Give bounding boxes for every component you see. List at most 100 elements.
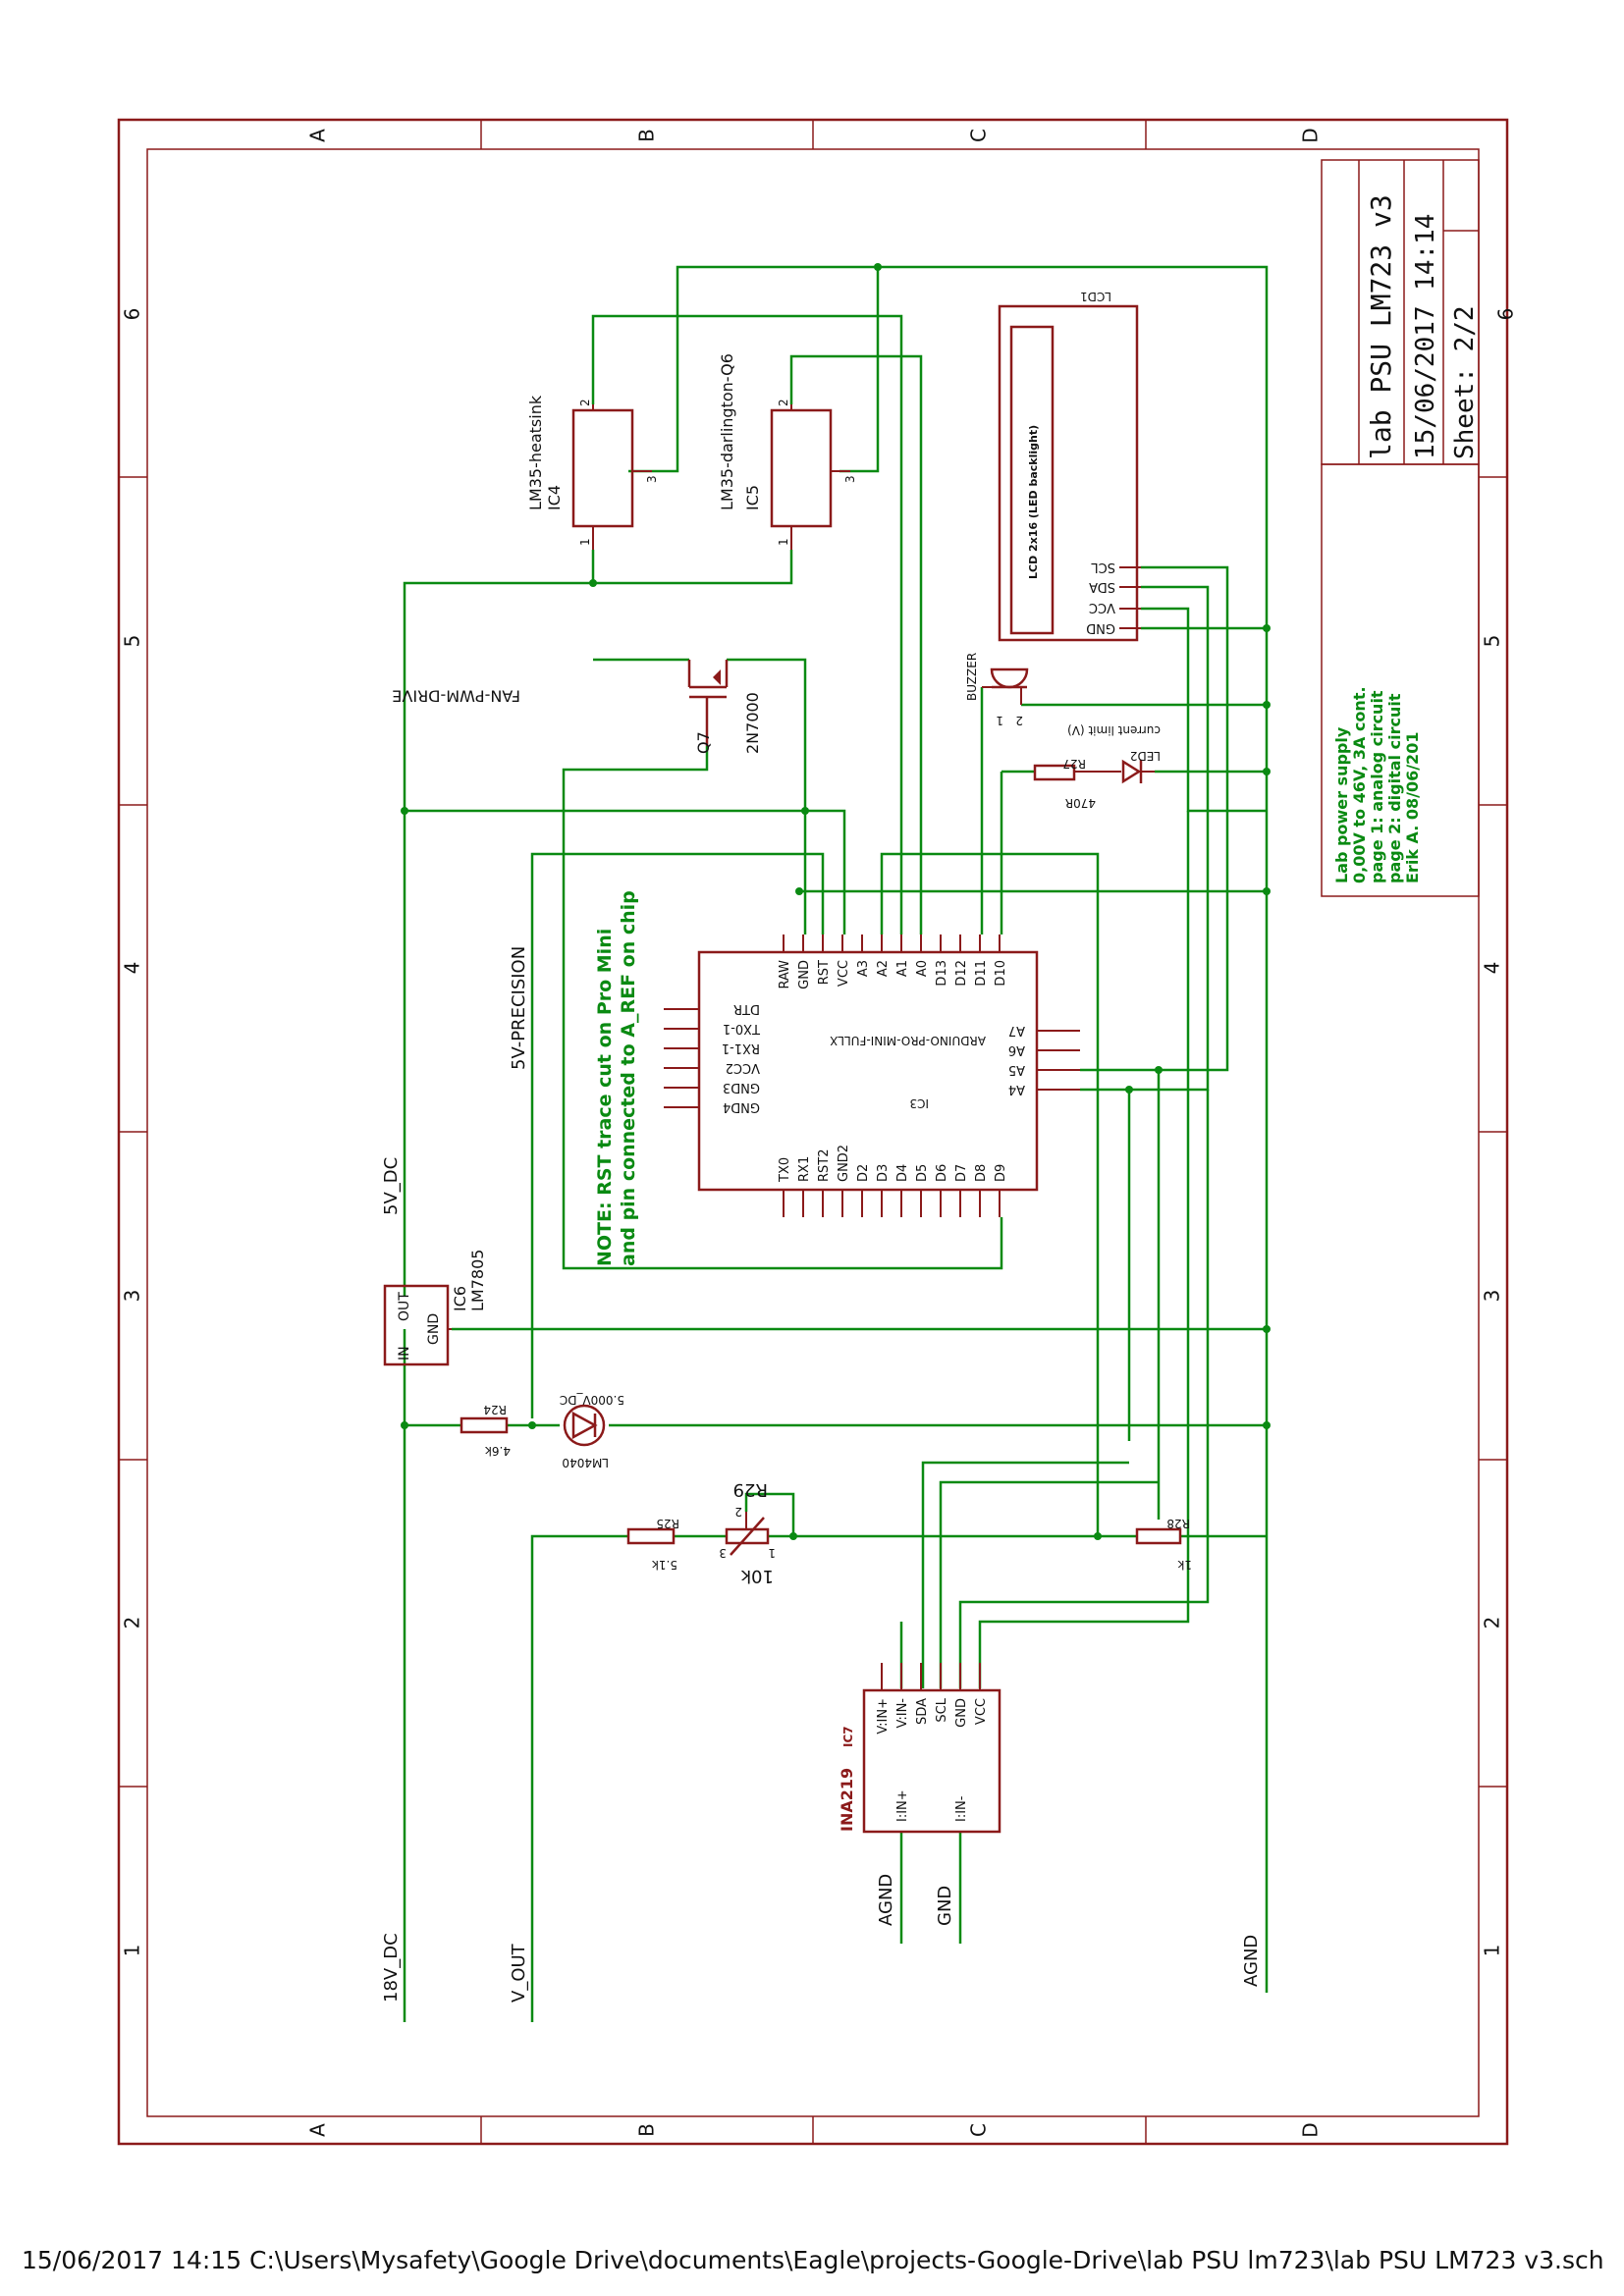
- notes-block: Lab power supply 0,00V to 46V, 3A cont. …: [1321, 463, 1480, 897]
- net-labels: 18V_DC 5V_DC V_OUT 5V-PRECISION AGND AGN…: [381, 946, 1262, 2002]
- buzzer-pin: 2: [1015, 714, 1023, 727]
- ic6-lm7805: IN OUT GND IC6 LM7805: [383, 1250, 487, 1366]
- buzzer-pin: 1: [996, 714, 1003, 727]
- r25-resistor: R25 5.1k: [626, 1517, 679, 1572]
- ic3-pin: D5: [915, 1164, 930, 1182]
- col-label: A: [306, 2123, 330, 2137]
- ic7-pin: SDA: [915, 1698, 930, 1725]
- notes-line: Lab power supply: [1332, 726, 1351, 883]
- q7-name: Q7: [694, 731, 713, 754]
- row-label: 2: [121, 1617, 144, 1629]
- row-label: 4: [121, 962, 144, 975]
- row-label: 2: [1481, 1617, 1504, 1629]
- ic5-name: IC5: [743, 485, 762, 510]
- ic3-left-pins: [664, 1008, 699, 1108]
- ic7-name: IC7: [841, 1726, 855, 1747]
- ic5-lm35-darlington: LM35-darlington-Q6 IC5 1 2 3: [718, 353, 857, 550]
- ic3-pin: A1: [895, 960, 910, 977]
- ic7-pin: SCL: [935, 1697, 949, 1722]
- ic4-pin: 3: [645, 475, 659, 483]
- net-5v-precision: 5V-PRECISION: [509, 946, 529, 1070]
- ic3-pin: GND4: [723, 1099, 760, 1114]
- ic3-pin: D11: [974, 960, 989, 987]
- ic6-pin: OUT: [397, 1292, 412, 1321]
- notes-line: 0,00V to 46V, 3A cont.: [1350, 686, 1369, 883]
- r29-potentiometer: R29 10k 1 2 3: [719, 1479, 776, 1586]
- ic3-pin: VCC2: [726, 1060, 760, 1075]
- ic3-pin: DTR: [733, 1001, 760, 1016]
- ic3-pin: D2: [856, 1164, 871, 1182]
- r29-value: 10k: [740, 1566, 774, 1586]
- ic3-pin: D6: [935, 1164, 949, 1182]
- r29-name: R29: [733, 1479, 768, 1500]
- ic3-pin: A4: [1008, 1082, 1025, 1096]
- r27-led2: R27 470R LED2 current limit (V): [1033, 723, 1161, 810]
- buzzer-name: BUZZER: [965, 653, 979, 701]
- r29-pin: 3: [719, 1546, 727, 1560]
- ic4-pin: 2: [578, 399, 592, 406]
- net-agnd: AGND: [1241, 1935, 1262, 1987]
- ic3-pin: A2: [876, 960, 891, 977]
- lcd1-body: LCD 2x16 (LED backlight): [1027, 425, 1040, 579]
- ic4-pin: 1: [578, 538, 592, 546]
- col-label: C: [967, 129, 991, 142]
- ic3-pin: D9: [994, 1164, 1008, 1182]
- net-18v-dc: 18V_DC: [381, 1933, 402, 2002]
- notes-line: page 1: analog circuit: [1368, 690, 1386, 883]
- drawing-frame: [117, 118, 1509, 2146]
- ic3-pin: D10: [994, 960, 1008, 987]
- col-label: C: [967, 2123, 991, 2137]
- ic3-pin: RST: [817, 960, 832, 985]
- ic5-pin: 2: [777, 399, 790, 406]
- ic5-value: LM35-darlington-Q6: [718, 353, 736, 510]
- row-label: 6: [121, 308, 144, 321]
- r25-value: 5.1k: [652, 1558, 677, 1572]
- ic5-pin: 3: [843, 475, 857, 483]
- r29-pin: 1: [768, 1546, 776, 1560]
- ic7-ina219: V:IN+ V:IN- SDA SCL GND VCC I:IN+ I:IN- …: [838, 1663, 1001, 1834]
- ic7-pin: VCC: [974, 1698, 989, 1725]
- ic3-pin: D12: [954, 960, 969, 987]
- ic3-pin: A6: [1008, 1042, 1025, 1057]
- row-label: 1: [121, 1945, 144, 1957]
- frame-row-labels-right: 5 4 3 2 1: [1481, 635, 1504, 1957]
- ic3-pin: A0: [915, 960, 930, 977]
- net-gnd-ina: GND: [935, 1886, 955, 1926]
- ic6-value: LM7805: [468, 1250, 487, 1311]
- lcd1-display: LCD1 LCD 2x16 (LED backlight) SCL SDA VC…: [998, 290, 1141, 642]
- r28-resistor: R28 1k: [1135, 1517, 1192, 1572]
- ic3-right-pins: [1037, 1030, 1080, 1091]
- ic3-pin: GND: [797, 960, 812, 989]
- ic7-pin: V:IN+: [876, 1698, 891, 1735]
- ic3-pin: D8: [974, 1164, 989, 1182]
- ic6-pin: GND: [426, 1313, 442, 1345]
- col-label: D: [1299, 2122, 1323, 2137]
- q7-mosfet: Q7 2N7000 FAN-PWM-DRIVE: [392, 660, 762, 754]
- ic3-pin: A5: [1008, 1062, 1025, 1077]
- r28-value: 1k: [1177, 1558, 1192, 1572]
- net-v-out: V_OUT: [509, 1943, 529, 2002]
- title-block-sheet: Sheet: 2/2: [1450, 305, 1480, 459]
- frame-row-labels-left: 6 5 4 3 2 1: [121, 308, 144, 1957]
- ic3-pin: RX1: [797, 1156, 812, 1182]
- r27-value: 470R: [1065, 796, 1096, 810]
- ic5-pin: 1: [777, 538, 790, 546]
- notes-line: Erik A. 08/06/201: [1403, 732, 1422, 883]
- wires: [403, 265, 1269, 2022]
- led2-desc: current limit (V): [1067, 723, 1161, 737]
- r24-lm4040: R24 4.6k 5.000V_DC LM4040: [460, 1393, 624, 1469]
- ic3-bottom-pins: [783, 1190, 1001, 1217]
- led2-name: LED2: [1130, 749, 1161, 763]
- q7-value: 2N7000: [743, 692, 762, 754]
- ic3-arduino-pro-mini: RAW GND RST VCC A3 A2 A1 A0 D13 D12 D11 …: [664, 934, 1080, 1217]
- title-block: lab PSU LM723 v3 15/06/2017 14:14 Sheet:…: [1321, 159, 1518, 465]
- file-path-footer: 15/06/2017 14:15 C:\Users\Mysafety\Googl…: [22, 2246, 1604, 2274]
- col-label: B: [635, 2123, 659, 2137]
- ic3-pin: TX0-1: [723, 1021, 761, 1036]
- net-agnd-ina: AGND: [876, 1874, 896, 1926]
- ic3-pin: D3: [876, 1164, 891, 1182]
- ic3-pin: D4: [895, 1164, 910, 1182]
- r25-name: R25: [656, 1517, 679, 1530]
- notes-line: page 2: digital circuit: [1385, 693, 1404, 883]
- ic7-pin: I:IN-: [954, 1795, 969, 1822]
